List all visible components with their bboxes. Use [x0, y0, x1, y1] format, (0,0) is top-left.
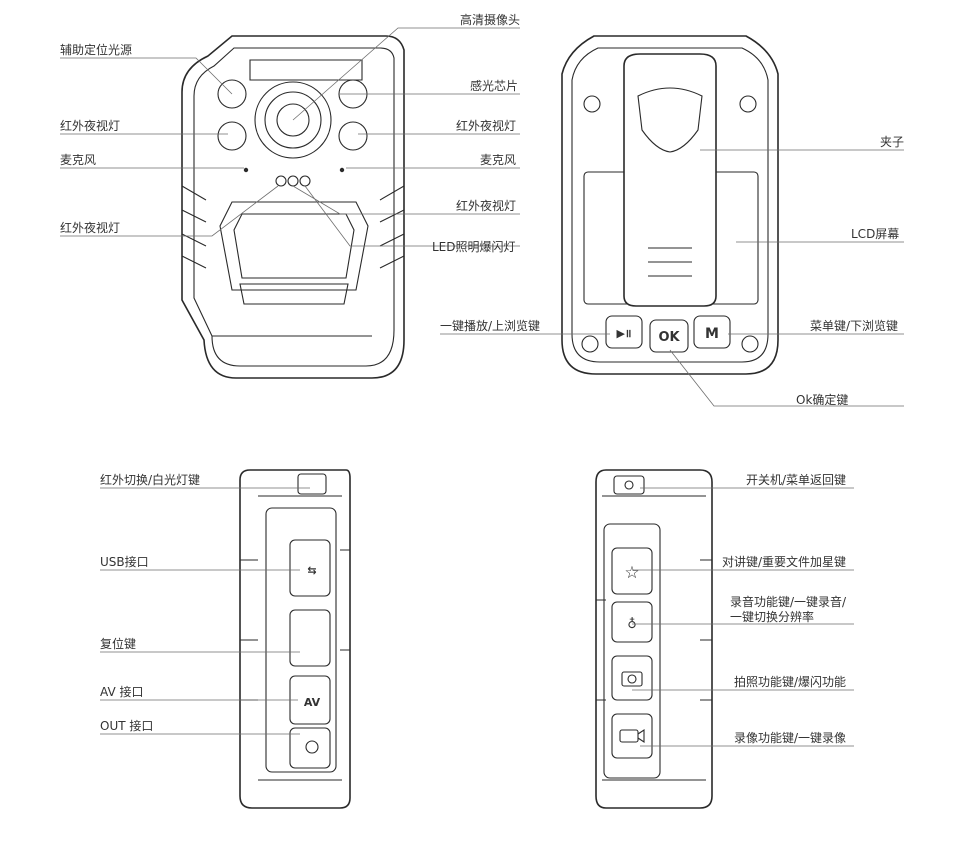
star-icon: ☆ [624, 563, 639, 583]
clip-label: 夹子 [880, 135, 904, 149]
reset-key[interactable] [289, 609, 331, 667]
power-button[interactable] [613, 475, 645, 495]
ir-light-left-label: 红外夜视灯 [60, 118, 120, 133]
out-port[interactable] [289, 727, 331, 769]
video-camera-icon [619, 729, 639, 743]
front-view [181, 35, 405, 379]
back-leaders [440, 149, 904, 407]
aux-light-label: 辅助定位光源 [60, 42, 132, 57]
camera-icon [621, 671, 643, 687]
record-audio-label-line2: 一键切换分辨率 [730, 609, 814, 624]
video-label: 录像功能键/一键录像 [734, 731, 846, 745]
ir-light-right-icon [338, 121, 368, 151]
ir-light-lower-left-label: 红外夜视灯 [60, 220, 120, 235]
aux-light-icon [217, 79, 247, 109]
front-leaders [60, 27, 520, 247]
ok-button[interactable] [649, 319, 689, 353]
mic-left-label: 麦克风 [60, 153, 96, 167]
sensor-label: 感光芯片 [470, 78, 518, 93]
mic-right-label: 麦克风 [480, 153, 516, 167]
back-view: ▶॥ OK M [561, 35, 779, 375]
play-key-label: 一键播放/上浏览键 [440, 318, 540, 333]
play-button[interactable] [605, 315, 643, 349]
ir-switch-label: 红外切换/白光灯键 [100, 472, 200, 487]
ir-light-left-icon [217, 121, 247, 151]
ir-light-lower-right-label: 红外夜视灯 [456, 198, 516, 213]
hd-camera-label: 高清摄像头 [460, 12, 520, 27]
ir-switch-button[interactable] [297, 473, 327, 495]
talk-button[interactable] [611, 547, 653, 595]
left-side-view: ⇆ AV [239, 469, 351, 809]
av-label: AV 接口 [100, 684, 143, 699]
reset-label: 复位键 [100, 636, 136, 651]
record-audio-button[interactable] [611, 601, 653, 643]
talk-label: 对讲键/重要文件加星键 [722, 554, 846, 569]
mic-left-icon [243, 167, 249, 173]
record-audio-label-line1: 录音功能键/一键录音/ [730, 594, 847, 609]
menu-glyph: M [705, 326, 719, 342]
ok-key-label: Ok确定键 [796, 392, 848, 407]
photo-button[interactable] [611, 655, 653, 701]
power-label: 开关机/菜单返回键 [746, 473, 846, 487]
led-flash-icon [275, 175, 287, 187]
usb-port[interactable] [289, 539, 331, 597]
usb-icon: ⇆ [307, 564, 316, 577]
left-leaders [100, 487, 310, 735]
menu-key-label: 菜单键/下浏览键 [810, 318, 898, 333]
ir-light-right-label: 红外夜视灯 [456, 118, 516, 133]
video-button[interactable] [611, 713, 653, 759]
power-icon [624, 480, 634, 490]
right-leaders [632, 487, 854, 747]
photo-label: 拍照功能键/爆闪功能 [734, 674, 846, 689]
mic-right-icon [339, 167, 345, 173]
out-label: OUT 接口 [100, 718, 153, 733]
menu-button[interactable] [693, 315, 731, 349]
microphone-icon: ♁ [627, 617, 637, 632]
out-port-icon [305, 740, 319, 754]
camera-lens-icon [276, 103, 310, 137]
led-flash-label: LED照明爆闪灯 [432, 240, 516, 254]
clip [623, 53, 717, 307]
usb-label: USB接口 [100, 554, 149, 569]
av-glyph: AV [304, 696, 321, 709]
ok-glyph: OK [658, 330, 680, 345]
lcd-label: LCD屏幕 [851, 227, 899, 241]
play-pause-icon: ▶॥ [616, 327, 631, 340]
right-side-view: ☆ ♁ [595, 469, 713, 809]
